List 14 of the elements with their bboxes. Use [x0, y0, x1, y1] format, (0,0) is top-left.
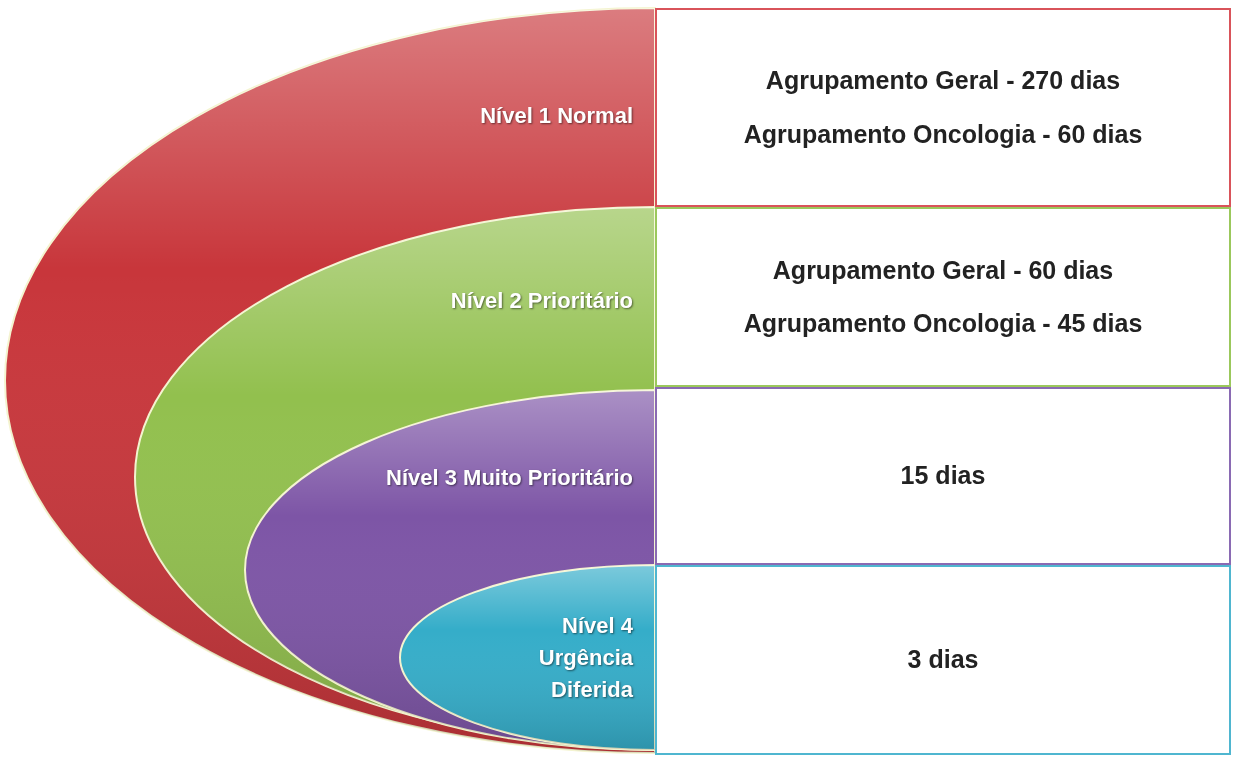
- time-box: [655, 207, 1231, 387]
- wait-time-text: 15 dias: [900, 460, 986, 492]
- wait-time-text: Agrupamento Oncologia - 60 dias: [743, 118, 1143, 150]
- level-label: Nível 3 Muito Prioritário: [385, 464, 633, 492]
- time-box: [655, 8, 1231, 207]
- level-label: Nível 2 Prioritário: [449, 287, 633, 315]
- time-box: [655, 387, 1231, 565]
- wait-time-text: Agrupamento Geral - 60 dias: [772, 254, 1114, 286]
- time-box: [655, 565, 1231, 755]
- wait-time-text: 3 dias: [907, 644, 979, 676]
- level-label: Nível 4 Urgência Diferida: [537, 612, 633, 704]
- wait-time-text: Agrupamento Geral - 270 dias: [765, 65, 1121, 96]
- wait-time-text: Agrupamento Oncologia - 45 dias: [743, 308, 1143, 339]
- level-label: Nível 1 Normal: [479, 102, 633, 130]
